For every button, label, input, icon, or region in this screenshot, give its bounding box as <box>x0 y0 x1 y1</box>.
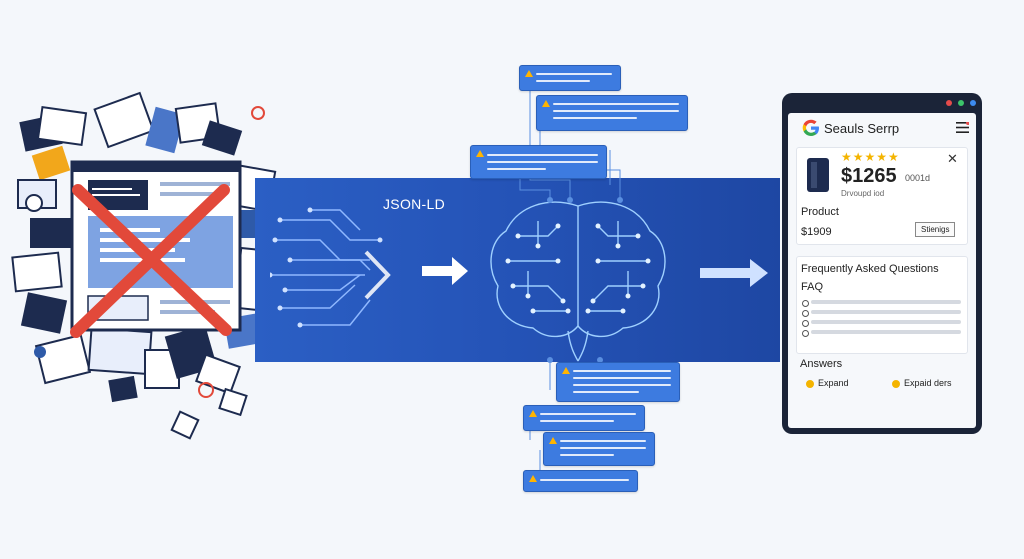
menu-icon[interactable] <box>956 122 969 133</box>
settings-button[interactable]: Stienigs <box>915 222 956 237</box>
arrow-right-icon <box>422 257 468 285</box>
product-image-icon <box>807 158 829 192</box>
messy-content-pile <box>11 91 285 440</box>
warning-icon <box>525 70 533 77</box>
serp-title: Seauls Serrp <box>824 121 900 136</box>
structured-data-callout <box>519 65 621 91</box>
warning-icon <box>529 410 537 417</box>
product-secondary-price: $1909 <box>801 226 832 238</box>
window-dot-blue <box>970 100 976 106</box>
data-pipeline-band <box>255 178 780 362</box>
warning-icon <box>562 367 570 374</box>
answers-label: Answers <box>800 358 843 370</box>
google-logo-icon <box>802 119 819 136</box>
expand-control[interactable]: Expand <box>806 378 866 392</box>
price-suffix: 0001d <box>905 173 931 183</box>
faq-bullet <box>802 300 809 307</box>
faq-bullet <box>802 330 809 337</box>
product-label: Product <box>801 206 839 218</box>
warning-icon <box>549 437 557 444</box>
red-cross-mark <box>70 184 232 338</box>
expand-label: Expand <box>818 378 849 388</box>
faq-question-line[interactable] <box>811 310 961 314</box>
warning-icon <box>476 150 484 157</box>
structured-data-callout <box>556 362 680 402</box>
window-dot-green <box>958 100 964 106</box>
product-sub-text: Drvoupd iod <box>841 189 885 198</box>
expand-icon <box>892 380 900 388</box>
product-price: $1265 <box>841 165 897 187</box>
arrow-right-icon <box>700 259 768 287</box>
json-ld-label: JSON-LD <box>383 196 445 212</box>
window-dot-red <box>946 100 952 106</box>
rating-stars: ★★★★★ <box>841 150 900 164</box>
faq-bullet <box>802 320 809 327</box>
structured-data-callout <box>543 432 655 466</box>
faq-question-line[interactable] <box>811 300 961 304</box>
chevron-right-icon <box>364 250 391 300</box>
faq-question-line[interactable] <box>811 330 961 334</box>
expand-alt-control[interactable]: Expaid ders <box>892 378 966 392</box>
search-results-screen: Seauls Serrp ★★★★★ ✕ $1265 0001d Drvoupd… <box>788 113 976 428</box>
expand-icon <box>806 380 814 388</box>
faq-label: FAQ <box>801 281 824 293</box>
structured-data-callout <box>536 95 688 131</box>
product-rich-result-card[interactable]: ★★★★★ ✕ $1265 0001d Drvoupd iod Product … <box>796 147 968 245</box>
answers-card: Answers Expand Expaid ders <box>796 356 966 410</box>
phone-mockup: Seauls Serrp ★★★★★ ✕ $1265 0001d Drvoupd… <box>782 93 982 434</box>
warning-icon <box>529 475 537 482</box>
faq-question-line[interactable] <box>811 320 961 324</box>
circuit-traces <box>270 207 391 328</box>
structured-data-callout <box>523 405 645 431</box>
faq-bullet <box>802 310 809 317</box>
expand-alt-label: Expaid ders <box>904 378 952 388</box>
structured-data-callout <box>470 145 607 179</box>
faq-heading: Frequently Asked Questions <box>801 263 939 275</box>
ai-brain-icon <box>490 201 666 362</box>
warning-icon <box>542 100 550 107</box>
faq-rich-result-card[interactable]: Frequently Asked Questions FAQ <box>796 256 968 354</box>
close-icon[interactable]: ✕ <box>947 151 958 166</box>
structured-data-callout <box>523 470 638 492</box>
